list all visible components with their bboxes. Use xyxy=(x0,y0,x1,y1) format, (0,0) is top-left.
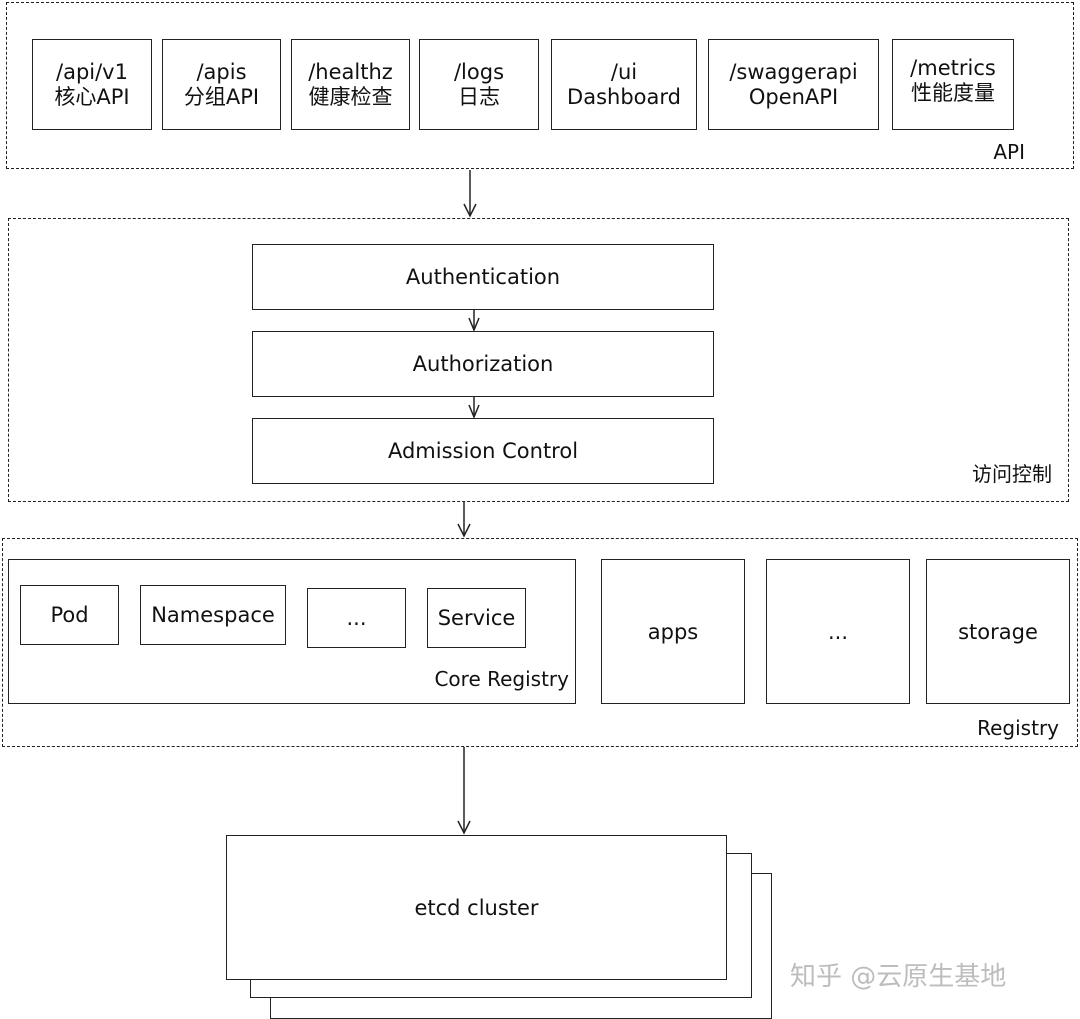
registry-label: Registry xyxy=(977,716,1059,740)
access-control-section: 访问控制 xyxy=(8,218,1069,502)
step-label: Authentication xyxy=(405,265,561,289)
endpoint-healthz: /healthz 健康检查 xyxy=(291,39,410,130)
watermark: 知乎 @云原生基地 xyxy=(790,962,1007,992)
arrowhead-access-to-registry xyxy=(457,523,471,538)
endpoint-path: /logs xyxy=(453,59,505,84)
step-label: Authorization xyxy=(412,352,554,376)
endpoint-desc: 性能度量 xyxy=(911,81,995,105)
resource-pod: Pod xyxy=(20,585,119,645)
endpoint-metrics: /metrics 性能度量 xyxy=(892,39,1014,130)
endpoint-path: /metrics xyxy=(910,56,996,80)
arrowhead-authz-to-admission xyxy=(468,404,480,419)
endpoint-path: /healthz xyxy=(308,59,393,84)
group-label: ... xyxy=(827,619,849,644)
endpoint-desc: OpenAPI xyxy=(748,84,839,109)
endpoint-desc: 分组API xyxy=(183,84,260,109)
endpoint-path: /apis xyxy=(196,59,247,84)
endpoint-api-v1: /api/v1 核心API xyxy=(32,39,152,130)
arrowhead-api-to-access xyxy=(463,203,477,218)
api-section: API xyxy=(6,2,1074,169)
group-label: storage xyxy=(958,619,1038,644)
endpoint-desc: Dashboard xyxy=(567,84,681,109)
endpoint-desc: 核心API xyxy=(54,84,130,109)
resource-label: Namespace xyxy=(151,603,275,627)
registry-section: Registry xyxy=(2,538,1078,747)
arrowhead-authn-to-authz xyxy=(468,317,480,332)
group-label: apps xyxy=(647,619,699,644)
group-apps: apps xyxy=(601,559,745,704)
resource-service: Service xyxy=(427,588,526,648)
step-label: Admission Control xyxy=(387,439,579,463)
etcd-cluster: etcd cluster xyxy=(226,835,727,980)
endpoint-desc: 健康检查 xyxy=(308,84,393,109)
endpoint-logs: /logs 日志 xyxy=(419,39,539,130)
access-control-label: 访问控制 xyxy=(972,462,1052,486)
endpoint-path: /swaggerapi xyxy=(729,59,858,84)
endpoint-swaggerapi: /swaggerapi OpenAPI xyxy=(708,39,879,130)
etcd-cluster-label: etcd cluster xyxy=(414,895,539,920)
resource-label: Pod xyxy=(50,603,89,627)
arrowhead-registry-to-etcd xyxy=(457,820,471,835)
group-storage: storage xyxy=(926,559,1070,704)
core-registry-label: Core Registry xyxy=(434,667,569,691)
endpoint-path: /ui xyxy=(610,59,638,84)
endpoint-ui: /ui Dashboard xyxy=(551,39,697,130)
resource-label: ... xyxy=(346,606,367,630)
resource-ellipsis: ... xyxy=(307,588,406,648)
endpoint-apis: /apis 分组API xyxy=(162,39,281,130)
api-section-label: API xyxy=(993,140,1025,164)
endpoint-desc: 日志 xyxy=(458,84,500,109)
authentication-step: Authentication xyxy=(252,244,714,310)
resource-namespace: Namespace xyxy=(140,585,286,645)
endpoint-path: /api/v1 xyxy=(56,59,128,84)
authorization-step: Authorization xyxy=(252,331,714,397)
admission-control-step: Admission Control xyxy=(252,418,714,484)
group-ellipsis: ... xyxy=(766,559,910,704)
resource-label: Service xyxy=(437,606,516,630)
